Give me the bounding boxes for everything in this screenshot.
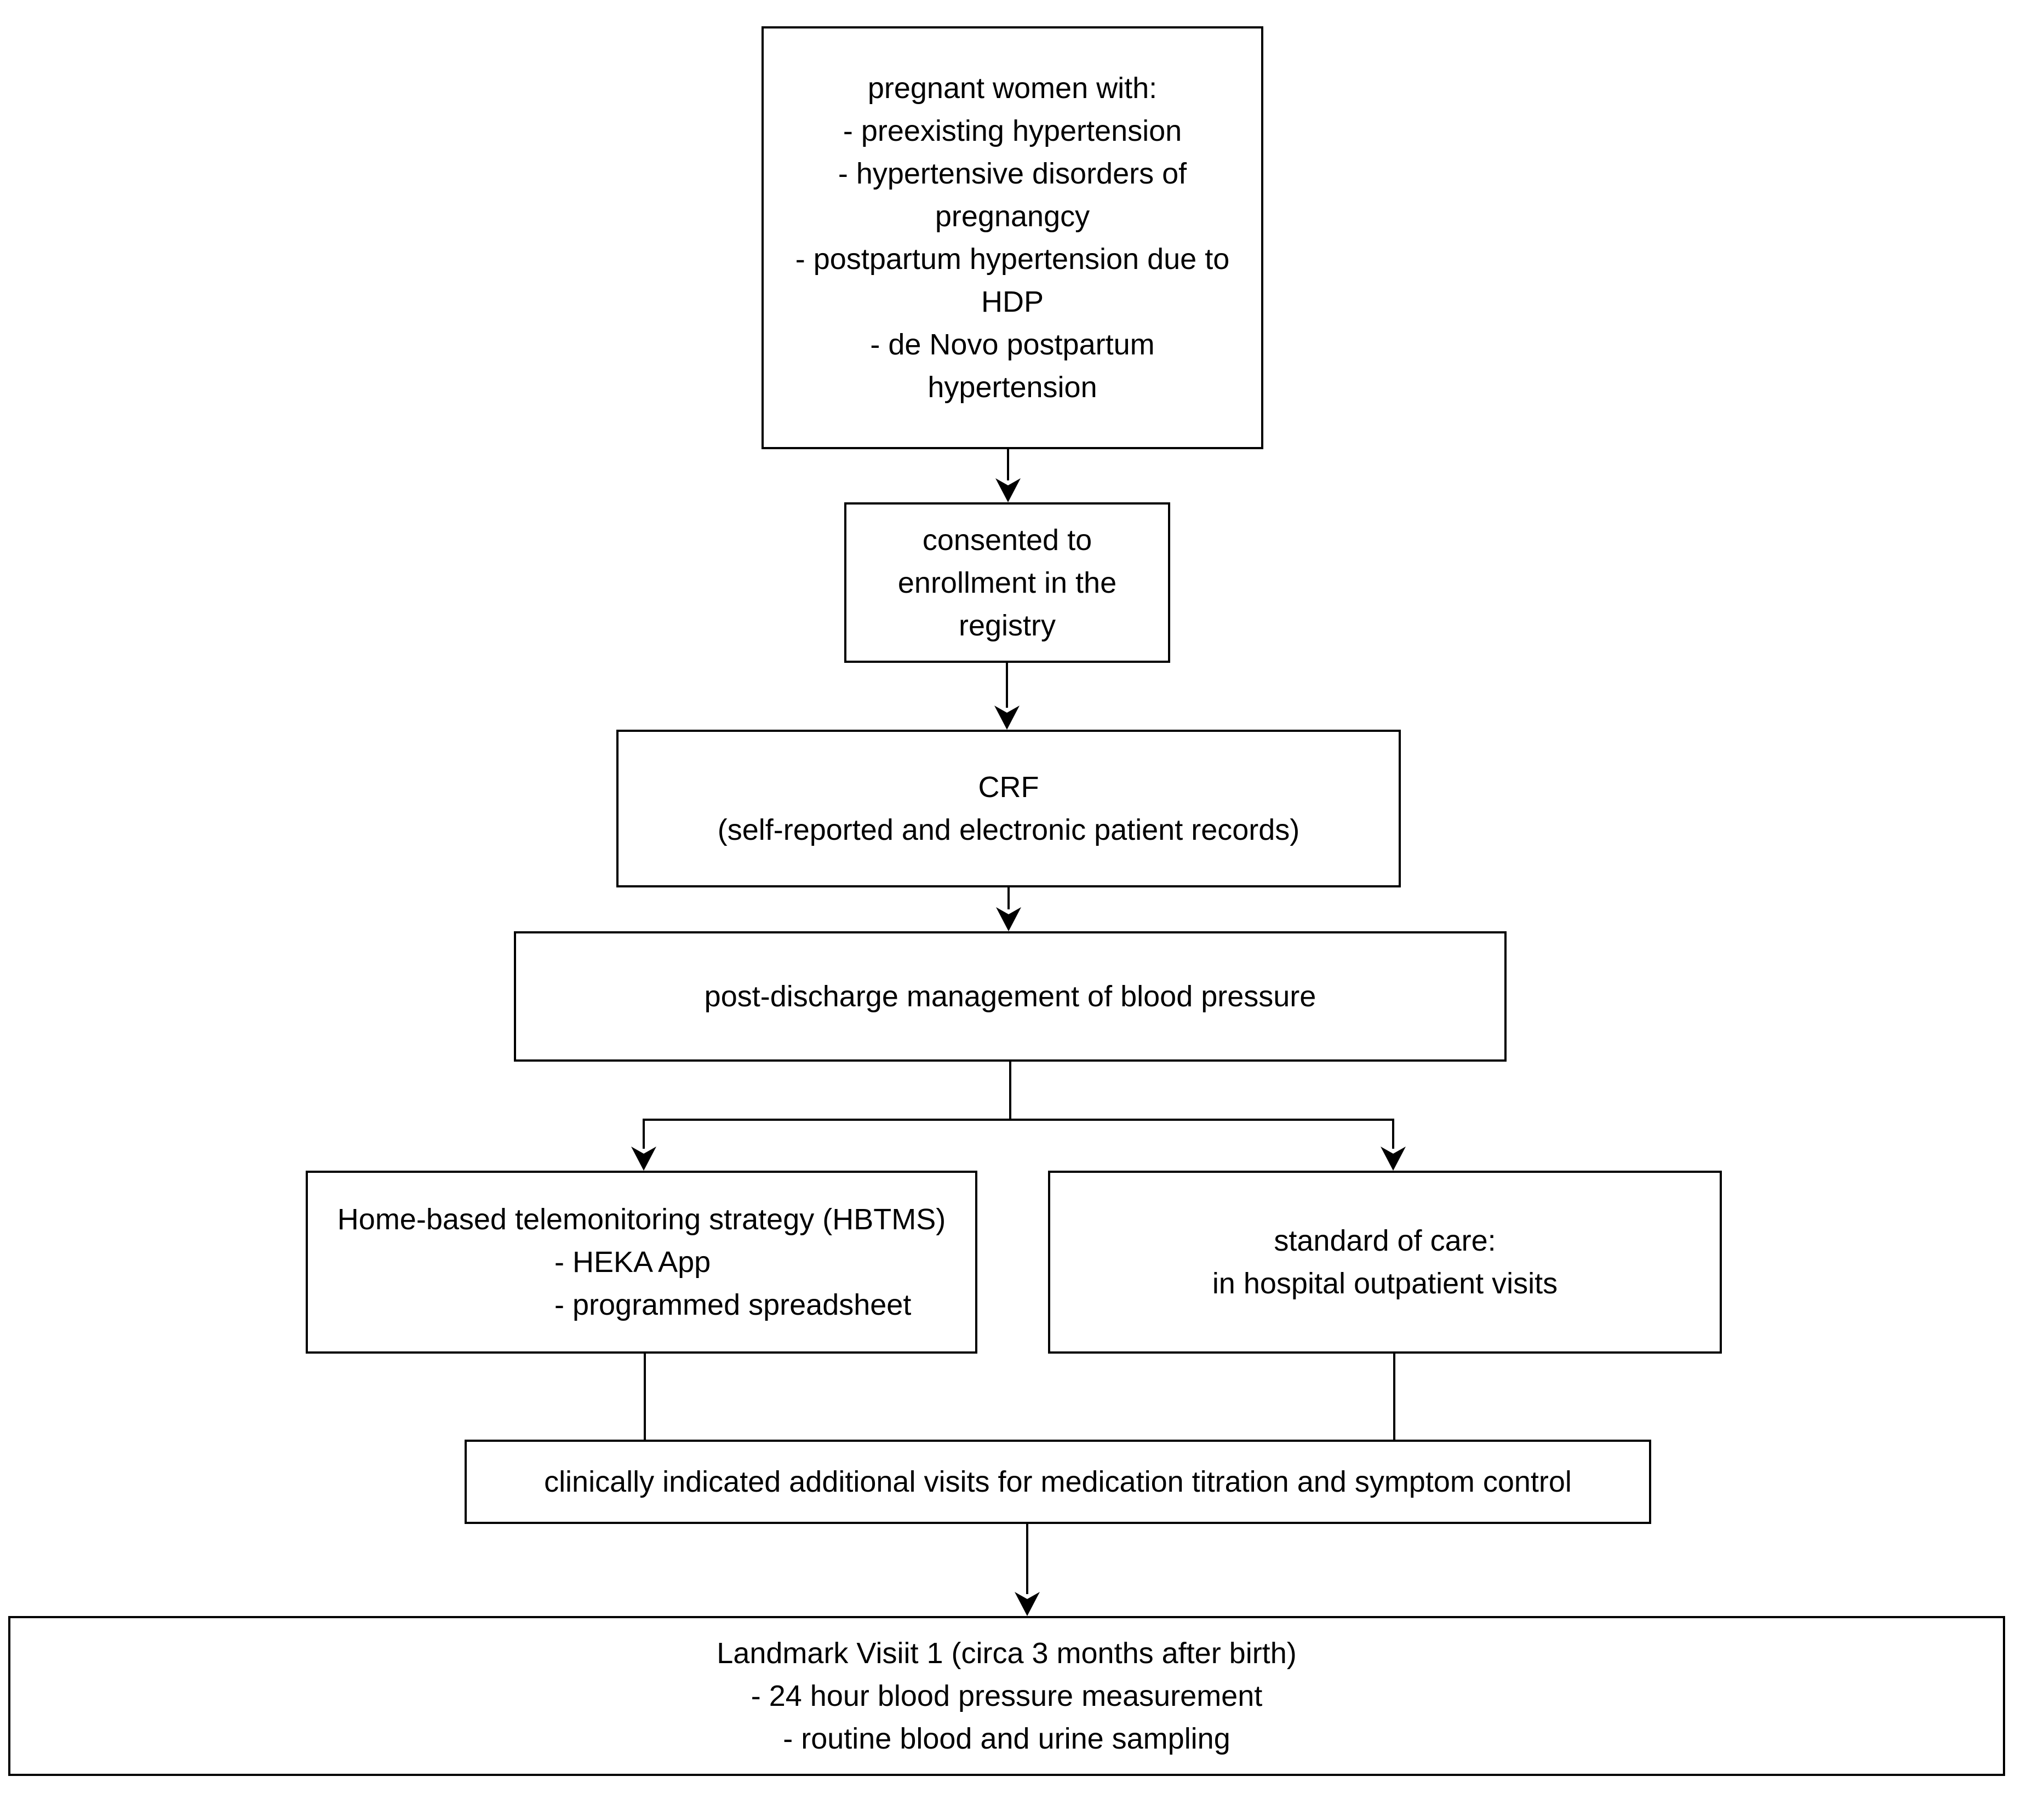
node-landmark-visit: Landmark Visiit 1 (circa 3 months after … — [8, 1616, 2005, 1776]
node-line: consented to — [922, 523, 1092, 557]
node-line: - 24 hour blood pressure measurement — [751, 1680, 1263, 1712]
connector-line — [1006, 663, 1008, 708]
node-line: - routine blood and urine sampling — [783, 1722, 1230, 1755]
node-line: standard of care: — [1274, 1224, 1496, 1257]
arrowhead-down-icon — [995, 478, 1021, 502]
connector-line — [1392, 1119, 1394, 1149]
node-line: post-discharge management of blood press… — [704, 980, 1316, 1013]
node-line: clinically indicated additional visits f… — [544, 1465, 1572, 1498]
node-line: Landmark Visiit 1 (circa 3 months after … — [717, 1637, 1297, 1670]
arrowhead-down-icon — [631, 1147, 656, 1171]
connector-line — [643, 1119, 645, 1149]
node-line: hypertension — [927, 371, 1097, 404]
arrowhead-down-icon — [994, 706, 1020, 730]
connector-line — [643, 1119, 1394, 1121]
node-standard-care: standard of care: in hospital outpatient… — [1048, 1171, 1722, 1354]
node-additional-visits: clinically indicated additional visits f… — [465, 1440, 1651, 1524]
connector-line — [1007, 449, 1009, 480]
node-crf: CRF (self-reported and electronic patien… — [616, 730, 1401, 887]
node-line: - postpartum hypertension due to — [795, 243, 1230, 276]
arrowhead-down-icon — [996, 907, 1021, 931]
node-line: - programmed spreadsheet — [554, 1288, 912, 1321]
connector-line — [644, 1354, 646, 1440]
node-line: (self-reported and electronic patient re… — [717, 813, 1300, 846]
node-line: - HEKA App — [554, 1246, 711, 1279]
connector-line — [1007, 887, 1010, 909]
node-line: enrollment in the — [897, 566, 1117, 599]
node-line: HDP — [981, 285, 1044, 318]
connector-line — [1009, 1062, 1011, 1121]
arrowhead-down-icon — [1015, 1592, 1040, 1616]
connector-line — [1393, 1354, 1395, 1440]
node-line: in hospital outpatient visits — [1212, 1267, 1558, 1300]
node-hbtms: Home-based telemonitoring strategy (HBTM… — [306, 1171, 977, 1354]
node-consent: consented to enrollment in the registry — [844, 502, 1170, 663]
node-line: - de Novo postpartum — [870, 328, 1155, 361]
node-line: CRF — [978, 771, 1039, 804]
node-line: registry — [958, 609, 1056, 642]
connector-line — [1026, 1524, 1028, 1594]
node-line: pregnangcy — [935, 200, 1090, 233]
arrowhead-down-icon — [1381, 1147, 1406, 1171]
node-line: - hypertensive disorders of — [838, 157, 1187, 190]
node-line: pregnant women with: — [867, 72, 1158, 105]
node-line: Home-based telemonitoring strategy (HBTM… — [337, 1203, 946, 1236]
node-post-discharge: post-discharge management of blood press… — [514, 931, 1507, 1062]
node-line: - preexisting hypertension — [843, 114, 1182, 147]
node-eligibility: pregnant women with: - preexisting hyper… — [762, 26, 1263, 449]
